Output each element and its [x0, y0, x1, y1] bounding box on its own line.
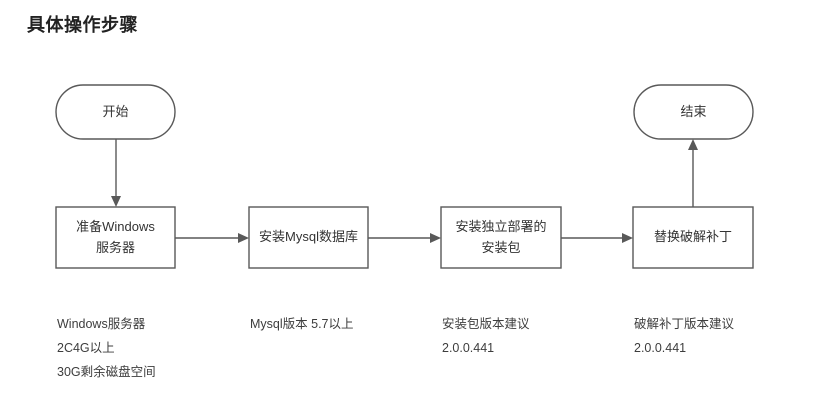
- step-box-1-shape[interactable]: [55, 206, 176, 269]
- caption-column-1: Windows服务器 2C4G以上 30G剩余磁盘空间: [57, 312, 156, 384]
- caption-1-line-3: 30G剩余磁盘空间: [57, 365, 156, 379]
- edge-step2-to-step3-arrowhead: [430, 233, 441, 243]
- caption-1-line-2: 2C4G以上: [57, 341, 115, 355]
- caption-column-4: 破解补丁版本建议 2.0.0.441: [634, 312, 734, 360]
- caption-column-2: Mysql版本 5.7以上: [250, 312, 354, 336]
- edge-step3-to-step4-arrowhead: [622, 233, 633, 243]
- caption-4-line-2: 2.0.0.441: [634, 341, 687, 355]
- caption-1-line-1: Windows服务器: [57, 317, 146, 331]
- edge-step1-to-step2-arrowhead: [238, 233, 249, 243]
- edge-start-to-step1-arrowhead: [111, 196, 121, 207]
- step-box-3-shape[interactable]: [440, 206, 562, 269]
- end-node-shape[interactable]: [633, 84, 754, 140]
- caption-column-3: 安装包版本建议 2.0.0.441: [442, 312, 530, 360]
- step-box-2-shape[interactable]: [248, 206, 369, 269]
- caption-3-line-1: 安装包版本建议: [442, 317, 530, 331]
- start-node-shape[interactable]: [55, 84, 176, 140]
- step-box-4-shape[interactable]: [632, 206, 754, 269]
- caption-4-line-1: 破解补丁版本建议: [634, 317, 735, 331]
- caption-2-line-1: Mysql版本 5.7以上: [250, 317, 354, 331]
- caption-3-line-2: 2.0.0.441: [442, 341, 495, 355]
- page-title: 具体操作步骤: [27, 15, 138, 35]
- edge-step4-to-end-arrowhead: [688, 139, 698, 150]
